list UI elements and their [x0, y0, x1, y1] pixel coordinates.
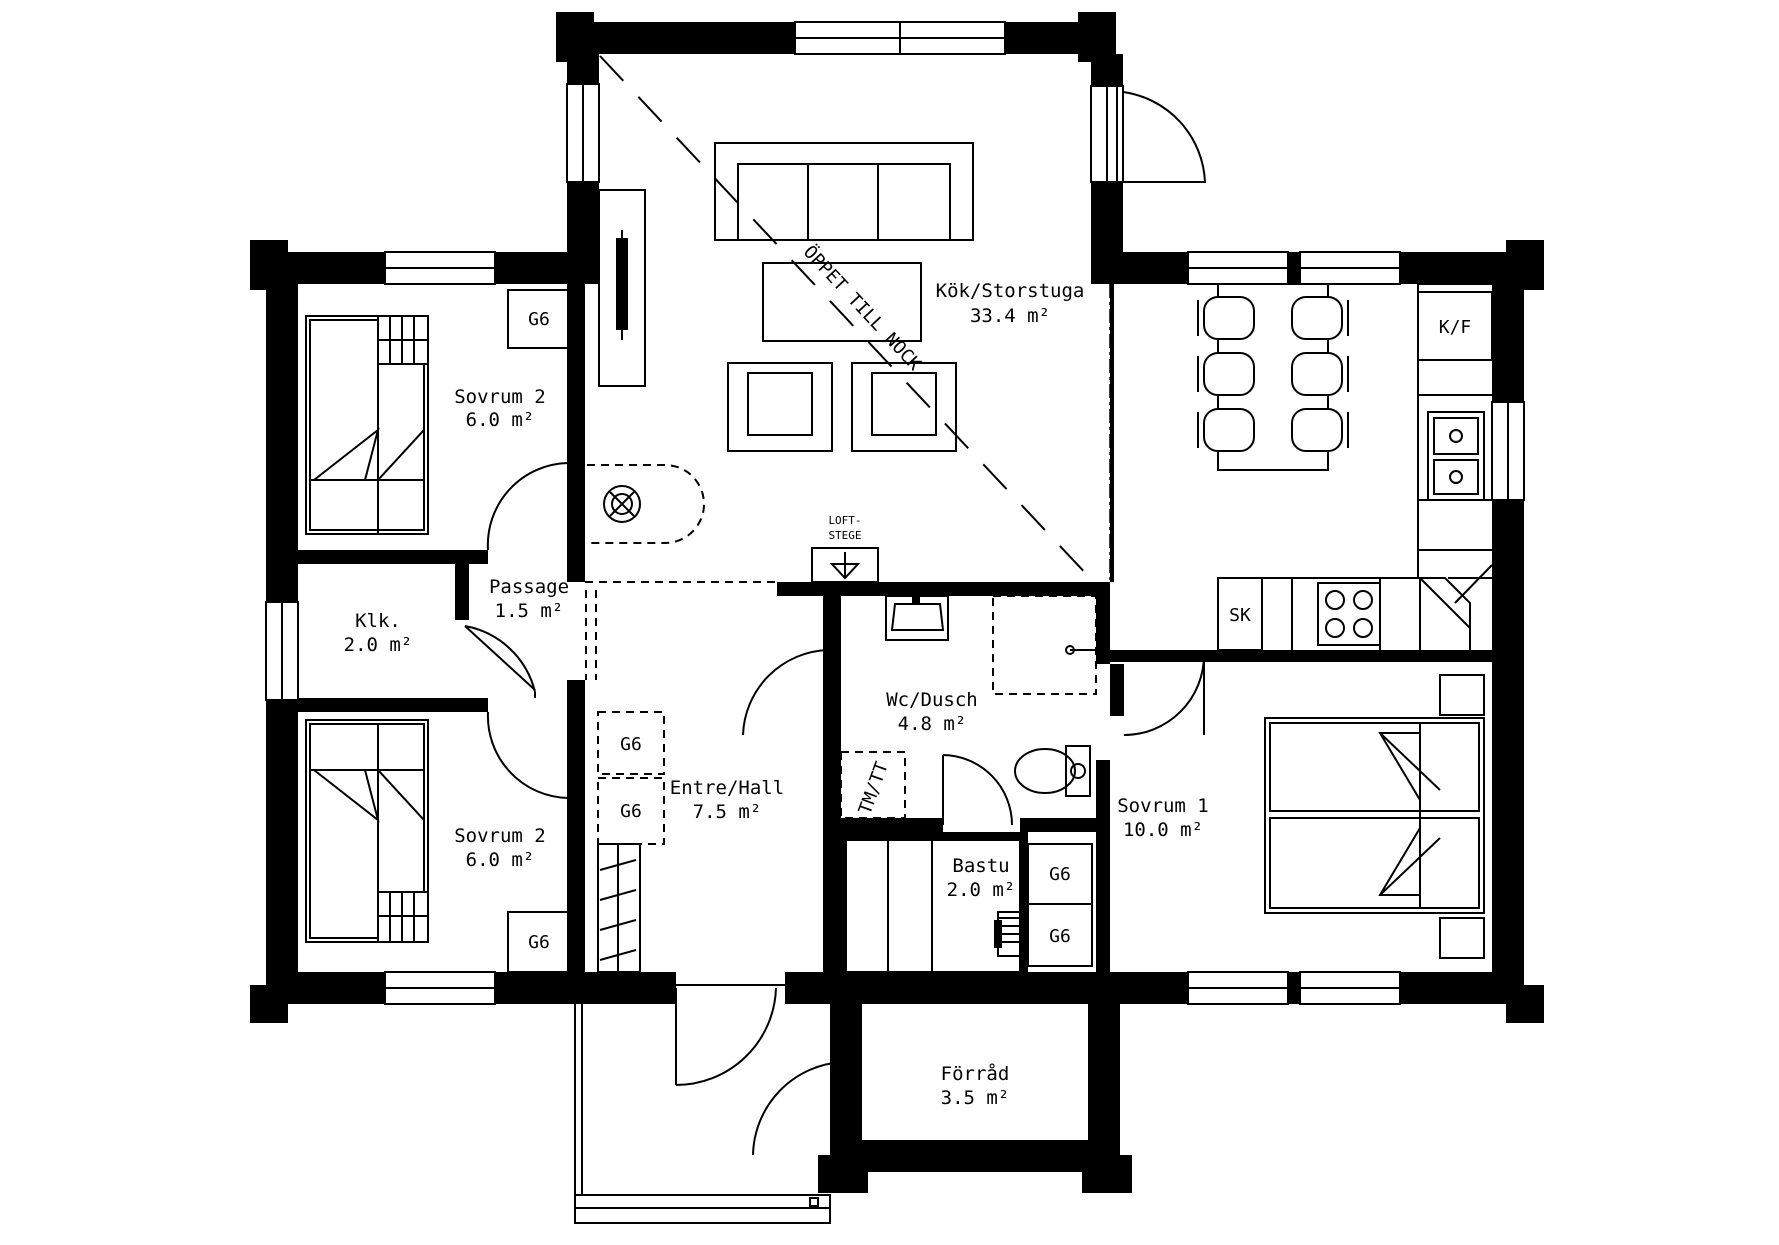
exterior-walls	[250, 12, 1544, 1193]
loft-ladder-label-line1: LOFT-	[828, 514, 861, 527]
fridge-freezer	[1417, 291, 1493, 361]
bunk-bed-upper	[305, 315, 429, 535]
bunk-bed-lower	[305, 719, 429, 943]
washer-dryer-label: TM/TT	[855, 759, 893, 817]
wardrobe-label-hall-2: G6	[620, 801, 642, 822]
bathroom-fixtures	[840, 595, 1097, 819]
room-name-bastu: Bastu	[952, 855, 1009, 877]
dining-chairs-left	[1203, 296, 1255, 452]
entry-porch	[574, 1004, 831, 1224]
room-area-bastu: 2.0 m²	[947, 879, 1016, 901]
open-to-ridge-diagonal	[599, 55, 1091, 579]
kitchen-sink	[1427, 411, 1485, 501]
wardrobe-g6-upper	[507, 289, 571, 349]
room-name-forrad: Förråd	[941, 1062, 1010, 1085]
room-area-forrad: 3.5 m²	[941, 1087, 1010, 1109]
wardrobe-label-sovrum2-lower: G6	[528, 932, 550, 953]
doors	[464, 86, 1207, 1156]
room-name-sovrum2-lower: Sovrum 2	[454, 825, 546, 847]
fridge-freezer-label: K/F	[1439, 317, 1472, 338]
room-name-passage: Passage	[489, 576, 569, 598]
loft-ladder-label-line2: STEGE	[828, 529, 861, 542]
room-area-klk: 2.0 m²	[344, 634, 413, 656]
room-area-passage: 1.5 m²	[495, 600, 564, 622]
room-area-entre: 7.5 m²	[693, 801, 762, 823]
room-area-sovrum2-upper: 6.0 m²	[466, 409, 535, 431]
room-name-sovrum2-upper: Sovrum 2	[454, 386, 546, 408]
room-area-sovrum1: 10.0 m²	[1123, 819, 1203, 841]
wardrobe-label-sovrum2-upper: G6	[528, 309, 550, 330]
room-name-sovrum1: Sovrum 1	[1117, 795, 1209, 817]
room-name-kok: Kök/Storstuga	[936, 280, 1085, 302]
wardrobe-label-bastu-2: G6	[1049, 926, 1071, 947]
room-area-sovrum2-lower: 6.0 m²	[466, 849, 535, 871]
double-bed	[1264, 674, 1485, 959]
loft-ladder	[811, 547, 879, 583]
room-name-wc: Wc/Dusch	[886, 689, 978, 711]
room-area-wc: 4.8 m²	[898, 713, 967, 735]
stove	[1317, 582, 1381, 646]
room-area-kok: 33.4 m²	[970, 305, 1050, 327]
room-name-entre: Entre/Hall	[670, 777, 784, 799]
wardrobe-label-hall-1: G6	[620, 734, 642, 755]
open-to-ridge-label: ÖPPET TILL NOCK	[799, 241, 926, 375]
wardrobe-label-bastu-1: G6	[1049, 864, 1071, 885]
wardrobe-g6-lower	[507, 911, 571, 973]
living-room-furniture	[587, 142, 974, 544]
dining-chairs-right	[1291, 296, 1343, 452]
room-division-lines	[585, 581, 777, 680]
dining-table-set	[1197, 283, 1349, 471]
windows	[265, 21, 1525, 1005]
room-name-klk: Klk.	[355, 610, 401, 632]
cabinet-label: SK	[1229, 605, 1251, 626]
sauna-benches	[845, 839, 1021, 973]
bastu-g6-wardrobes	[1027, 843, 1093, 967]
hall-wardrobes	[597, 711, 665, 973]
